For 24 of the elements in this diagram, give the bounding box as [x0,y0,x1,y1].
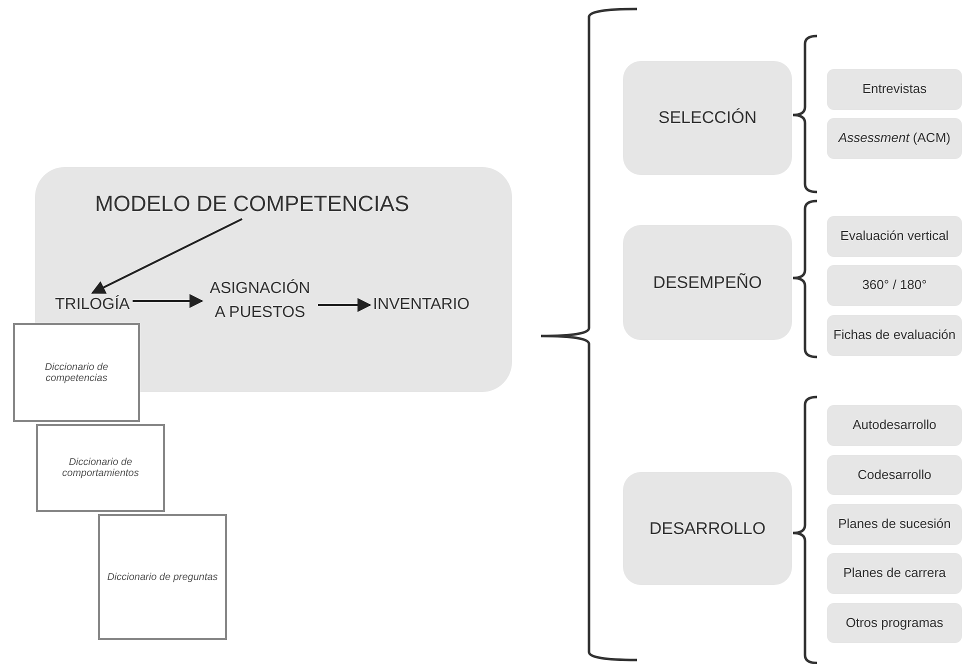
model-panel [35,167,512,392]
concept-label: TRILOGÍA [55,293,130,317]
concept-label: ASIGNACIÓN A PUESTOS [205,277,315,325]
method-box: Otros programas [827,603,962,643]
method-box: Planes de carrera [827,553,962,594]
arrow [91,218,243,294]
dictionary-card: Diccionario de competencias [13,323,140,422]
panel-heading: MODELO DE COMPETENCIAS [95,189,410,219]
category-box: SELECCIÓN [623,61,792,175]
method-box: Assessment (ACM) [827,118,962,159]
category-box: DESEMPEÑO [623,225,792,340]
method-box: Entrevistas [827,69,962,110]
arrow [132,294,204,308]
category-box: DESARROLLO [623,472,792,585]
method-box: Planes de sucesión [827,504,962,545]
method-box: Autodesarrollo [827,405,962,446]
arrow [318,298,372,312]
method-box: 360° / 180° [827,265,962,306]
dictionary-card: Diccionario de comportamientos [36,424,165,512]
method-box: Evaluación vertical [827,216,962,257]
method-box: Fichas de evaluación [827,315,962,356]
dictionary-card: Diccionario de preguntas [98,514,227,640]
concept-label: INVENTARIO [373,293,470,317]
method-box: Codesarrollo [827,455,962,495]
